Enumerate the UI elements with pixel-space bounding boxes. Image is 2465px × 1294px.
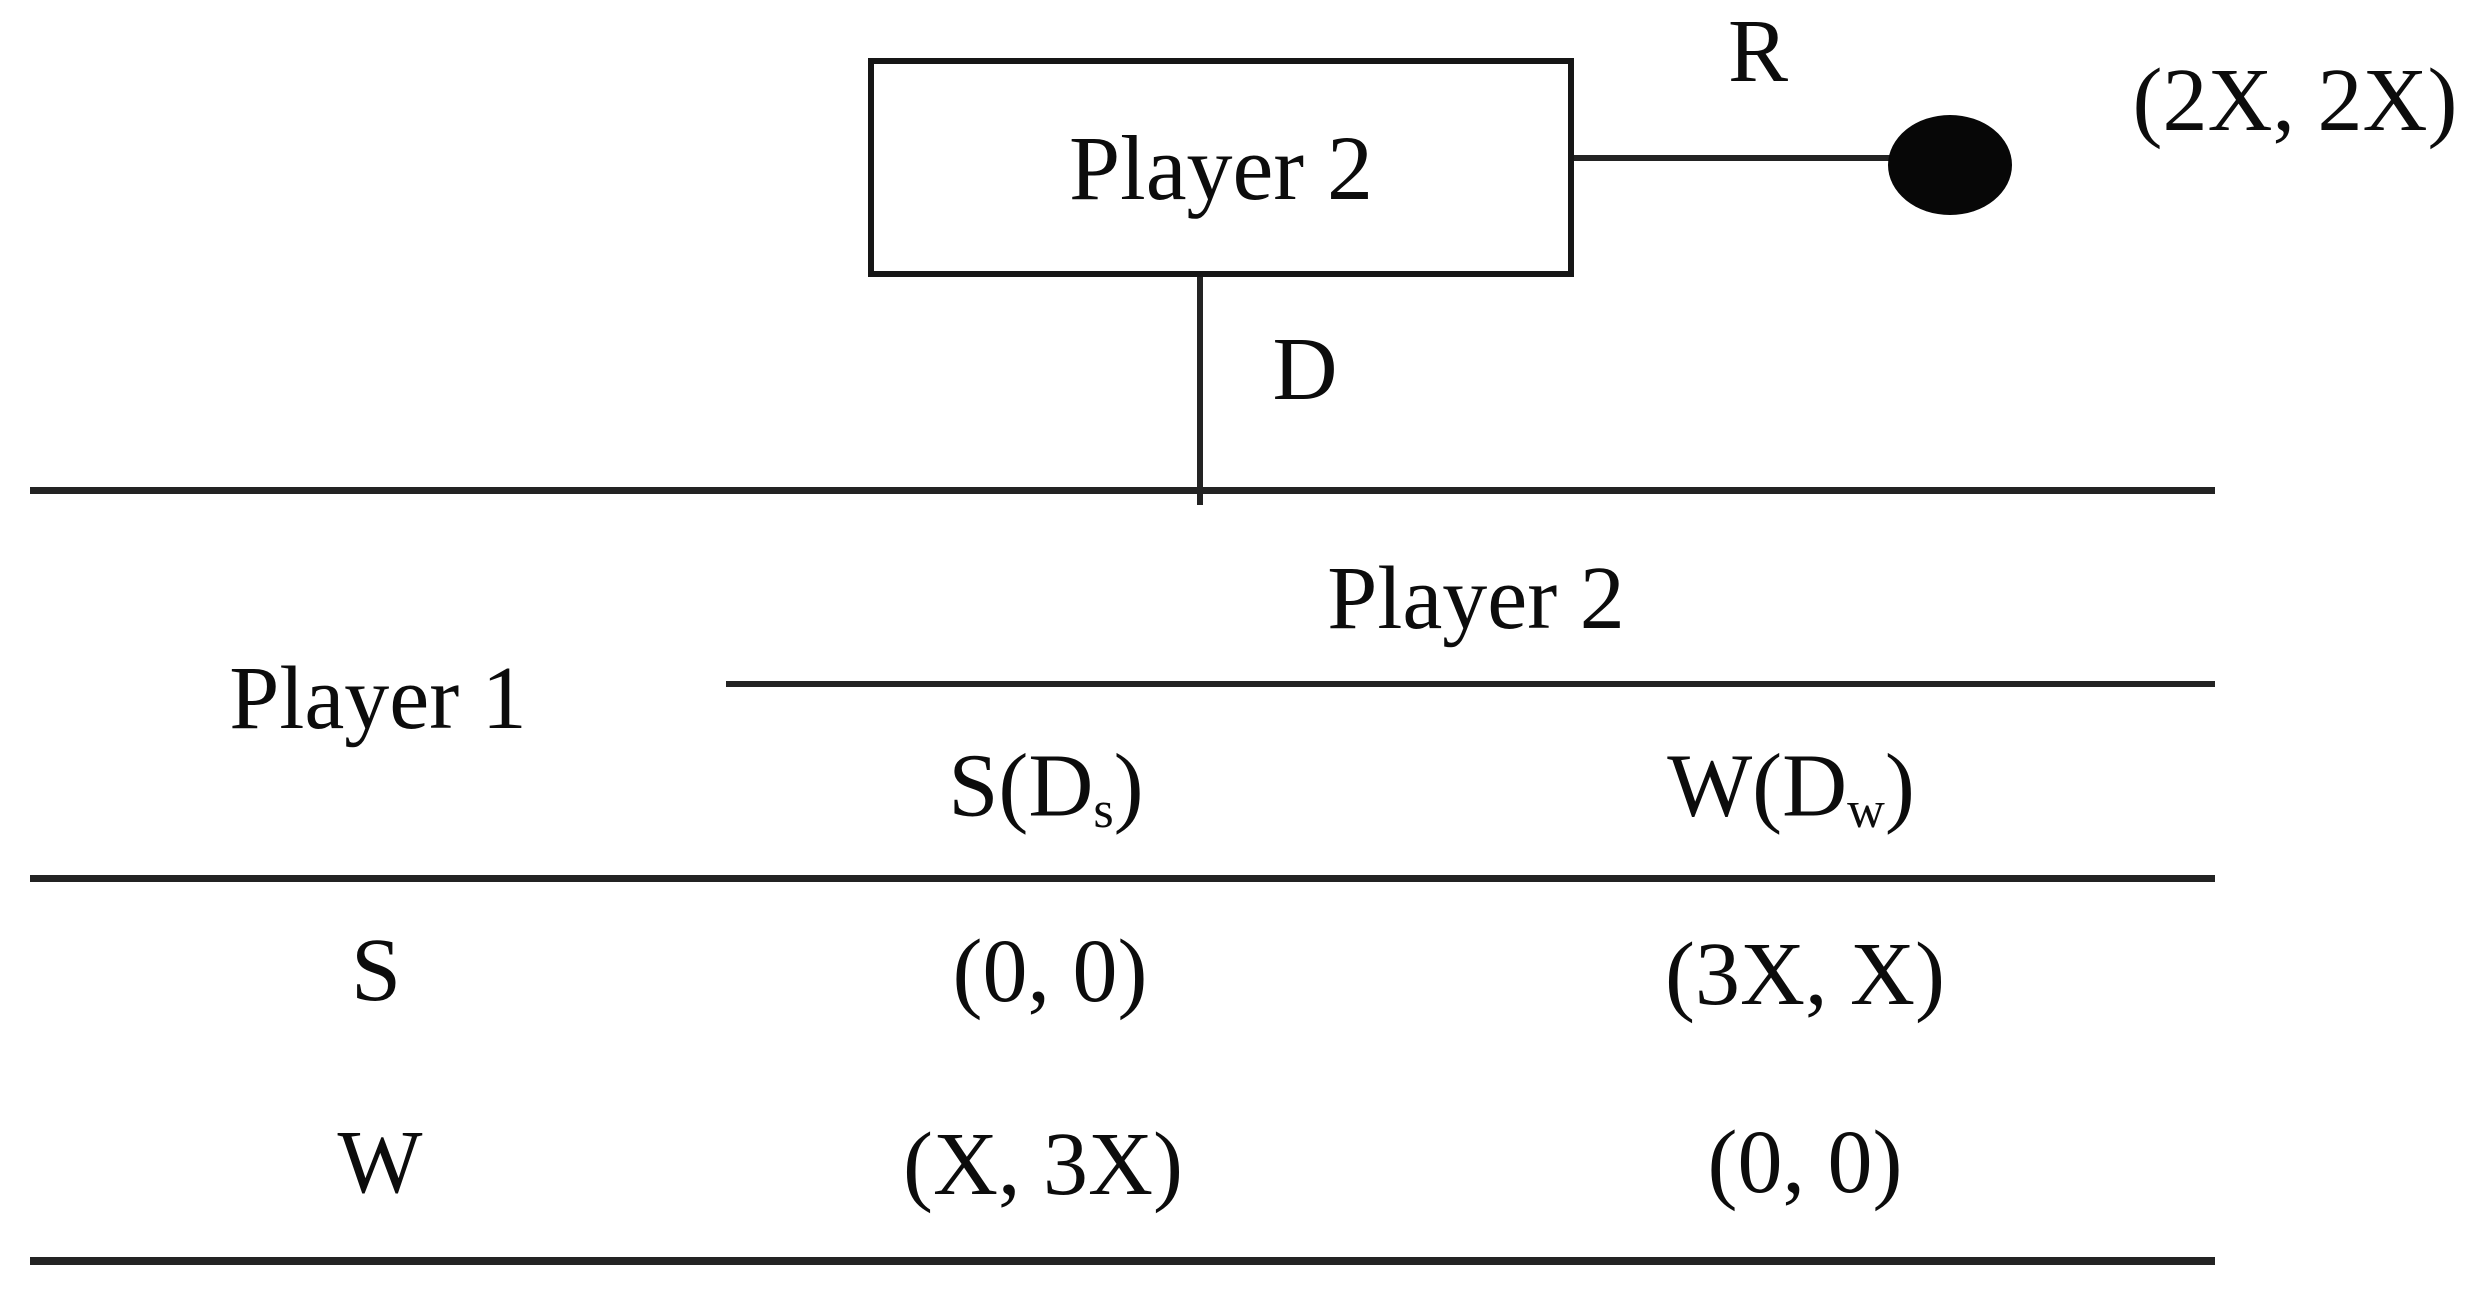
matrix-bottom-rule <box>30 1257 2215 1265</box>
matrix-cell-w-s: (X, 3X) <box>903 1115 1183 1214</box>
branch-r-label: R <box>1727 2 1789 101</box>
matrix-column-player-label: Player 2 <box>1327 549 1625 648</box>
branch-d-label: D <box>1272 320 1338 419</box>
matrix-column-header-w: W(Dw) <box>1667 741 1915 840</box>
branch-d-edge-line <box>1197 277 1203 505</box>
matrix-header-rule <box>30 875 2215 882</box>
matrix-cell-s-s: (0, 0) <box>952 922 1148 1021</box>
branch-r-edge-line <box>1574 155 1954 161</box>
matrix-column-header-s: S(Ds) <box>948 741 1143 840</box>
matrix-cell-s-w: (3X, X) <box>1665 925 1945 1024</box>
matrix-row-player-label: Player 1 <box>229 649 527 748</box>
column-header-w-close: ) <box>1884 736 1915 836</box>
column-header-w-main: W(D <box>1667 736 1848 836</box>
matrix-cell-w-w: (0, 0) <box>1707 1113 1903 1212</box>
decision-node-box: Player 2 <box>868 58 1574 277</box>
matrix-row-s-label: S <box>350 921 402 1020</box>
decision-node-label: Player 2 <box>1068 116 1374 219</box>
column-header-s-subscript: s <box>1093 781 1114 840</box>
column-header-s-main: S(D <box>948 736 1094 836</box>
matrix-top-rule <box>30 487 2215 494</box>
column-header-w-subscript: w <box>1847 781 1885 840</box>
matrix-column-player-rule <box>726 681 2215 687</box>
terminal-node-ellipse <box>1888 115 2012 215</box>
matrix-row-w-label: W <box>337 1113 423 1212</box>
branch-r-payoff-label: (2X, 2X) <box>2132 51 2458 150</box>
column-header-s-close: ) <box>1113 736 1144 836</box>
